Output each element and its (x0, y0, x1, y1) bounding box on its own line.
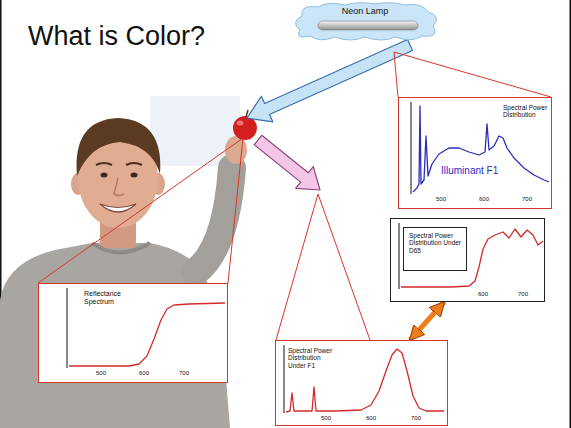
axis-line (399, 223, 400, 289)
spectrum-chart: 600 700 Spectral Power Distribution Under … (390, 218, 545, 302)
leader-line (38, 138, 243, 283)
axis-tick: 700 (411, 415, 421, 422)
axis-line (411, 102, 412, 194)
apple-highlight (237, 121, 244, 126)
sweater-collar (92, 243, 150, 253)
light-arrow (247, 40, 412, 122)
slide-title: What is Color? (28, 20, 205, 52)
reflectance-chart: Reflectance Spectrum 500 600 700 (38, 283, 228, 383)
axis-tick: 700 (522, 196, 532, 203)
spectrum-curve (69, 303, 225, 366)
axis-tick: 500 (321, 415, 331, 422)
axis-tick: 700 (518, 291, 528, 298)
boy-brow (126, 163, 142, 165)
boy-eye (131, 173, 138, 178)
leader-line (228, 138, 243, 283)
axis-line (284, 345, 285, 413)
axis-tick: 500 (436, 196, 446, 203)
illuminant-label: Illuminant F1 (441, 165, 498, 177)
axis-tick: 600 (479, 196, 489, 203)
boy-brow (96, 163, 112, 165)
boy-arm (195, 168, 232, 272)
axis-tick: 700 (179, 370, 189, 377)
boy-hand (225, 136, 247, 164)
apple (233, 116, 257, 140)
axis-tick: 600 (366, 415, 376, 422)
lamp-cloud: Neon Lamp (290, 0, 440, 42)
leader-line (276, 194, 318, 340)
axis-tick: 600 (478, 291, 488, 298)
chart-label: Spectral Power Distribution (503, 104, 549, 119)
axis-line (67, 288, 68, 368)
spectrum-chart: Spectral Power DistributionIlluminant F1… (398, 97, 552, 209)
boy-hair (77, 118, 161, 176)
spectrum-curve (413, 106, 549, 192)
lamp-label: Neon Lamp (290, 6, 440, 16)
boy-eye (101, 173, 108, 178)
lamp-tube (318, 21, 418, 30)
axis-tick: 500 (96, 370, 106, 377)
chart-label: Spectral Power Distribution Under D65 (409, 232, 463, 254)
axis-tick: 600 (139, 370, 149, 377)
chart-label: Reflectance Spectrum (84, 290, 134, 306)
chart-label-box: Spectral Power Distribution Under D65 (403, 227, 467, 271)
boy-nose (114, 178, 124, 196)
chart-label: Spectral Power Distribution Under F1 (288, 347, 334, 369)
reflected-light-arrow (254, 135, 320, 190)
double-arrow (410, 302, 444, 340)
boy-smile (100, 204, 136, 212)
leader-line (318, 194, 370, 340)
slide-frame (570, 0, 571, 428)
leader-line (394, 52, 398, 97)
spectrum-plot (39, 284, 227, 382)
leader-line (394, 52, 551, 97)
spectrum-chart: Spectral Power Distribution Under F1 500 6… (275, 340, 448, 426)
